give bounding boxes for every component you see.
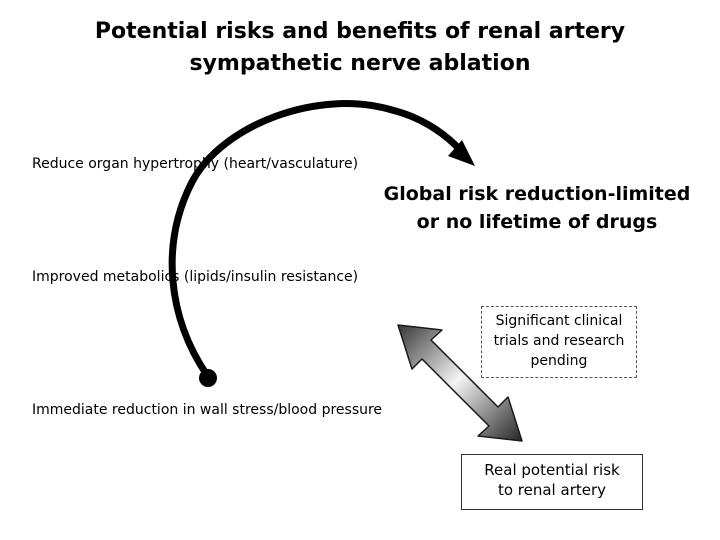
- goal-line-1: Global risk reduction-limited: [383, 183, 691, 205]
- goal-line-2: or no lifetime of drugs: [416, 211, 658, 233]
- slide-title: Potential risks and benefits of renal ar…: [60, 16, 660, 80]
- title-line-2: sympathetic nerve ablation: [189, 51, 531, 76]
- renal-artery-risk-box: Real potential risk to renal artery: [461, 454, 643, 510]
- pending-research-box: Significant clinical trials and research…: [481, 306, 637, 378]
- cycle-arc: [168, 100, 466, 379]
- pending-line-3: pending: [530, 353, 588, 369]
- cycle-start-dot: [199, 369, 217, 387]
- goal-global-risk-reduction: Global risk reduction-limited or no life…: [382, 180, 692, 236]
- pending-line-1: Significant clinical: [495, 313, 623, 329]
- benefit-organ-hypertrophy: Reduce organ hypertrophy (heart/vasculat…: [32, 156, 359, 172]
- risk-line-2: to renal artery: [497, 481, 607, 499]
- risk-line-1: Real potential risk: [484, 461, 620, 479]
- double-headed-arrow: [397, 324, 523, 442]
- pending-line-2: trials and research: [493, 333, 625, 349]
- benefit-improved-metabolics: Improved metabolics (lipids/insulin resi…: [32, 269, 359, 285]
- benefit-immediate-reduction: Immediate reduction in wall stress/blood…: [32, 402, 383, 418]
- title-line-1: Potential risks and benefits of renal ar…: [94, 19, 626, 44]
- cycle-arrowhead: [448, 140, 475, 166]
